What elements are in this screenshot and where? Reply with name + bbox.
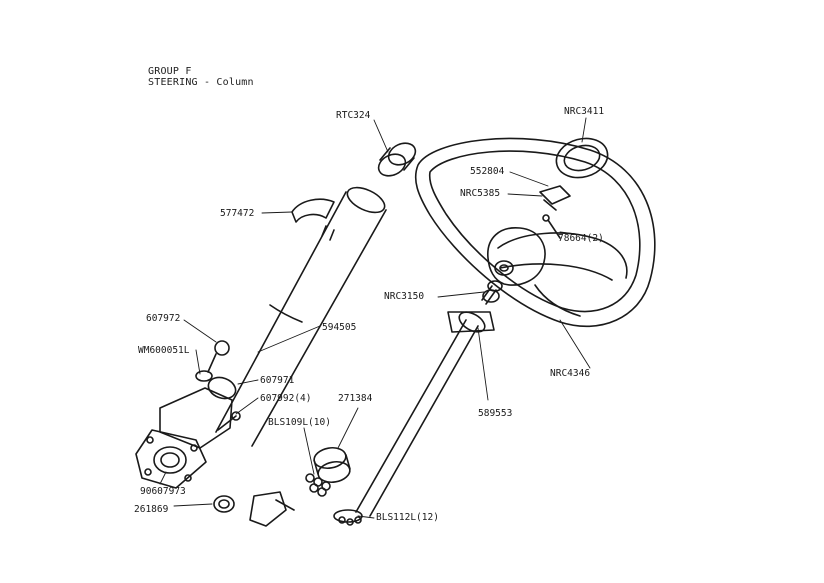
lower-bearing-balls — [333, 509, 363, 526]
part-label-607971: 607971 — [260, 375, 295, 386]
bearing-balls-part — [305, 473, 331, 497]
part-label-nrc3150: NRC3150 — [384, 291, 425, 302]
leader-lines — [159, 117, 591, 519]
inner-column-shaft — [355, 285, 497, 517]
outer-column-tube — [215, 186, 387, 447]
part-label-607972: 607972 — [146, 313, 181, 324]
part-label-271384: 271384 — [338, 393, 373, 404]
column-bearing-part — [313, 446, 351, 484]
part-label-78664: 78664(2) — [558, 233, 604, 244]
part-label-589553: 589553 — [478, 408, 513, 419]
upper-bush-part — [377, 142, 417, 177]
part-label-nrc5385: NRC5385 — [460, 188, 501, 199]
section-heading: STEERING - Column — [148, 77, 254, 88]
part-label-nrc3411: NRC3411 — [564, 106, 605, 117]
hub-screw-part — [542, 214, 561, 239]
horn-badge-part — [555, 137, 609, 179]
part-label-607992: 607992(4) — [260, 393, 312, 404]
part-label-wm600051l: WM600051L — [138, 345, 190, 356]
part-label-594505: 594505 — [322, 322, 357, 333]
part-label-rtc324: RTC324 — [336, 110, 371, 121]
part-label-bls112l: BLS112L(12) — [376, 512, 439, 523]
part-label-bls109l: BLS109L(10) — [268, 417, 331, 428]
split-bush-part — [291, 198, 335, 223]
contact-clip-part — [539, 185, 571, 211]
part-label-nrc4346: NRC4346 — [550, 368, 591, 379]
lower-clamp-parts — [213, 491, 295, 527]
hub-nut-part — [482, 280, 503, 303]
part-label-90607973: 90607973 — [140, 486, 186, 497]
part-label-552804: 552804 — [470, 166, 505, 177]
column-bracket — [135, 387, 233, 489]
part-label-261869: 261869 — [134, 504, 169, 515]
group-heading: GROUP F — [148, 66, 192, 77]
clamp-bolt-parts — [195, 340, 241, 431]
steering-wheel — [414, 137, 656, 328]
wheel-hub — [487, 227, 546, 286]
part-label-577472: 577472 — [220, 208, 255, 219]
